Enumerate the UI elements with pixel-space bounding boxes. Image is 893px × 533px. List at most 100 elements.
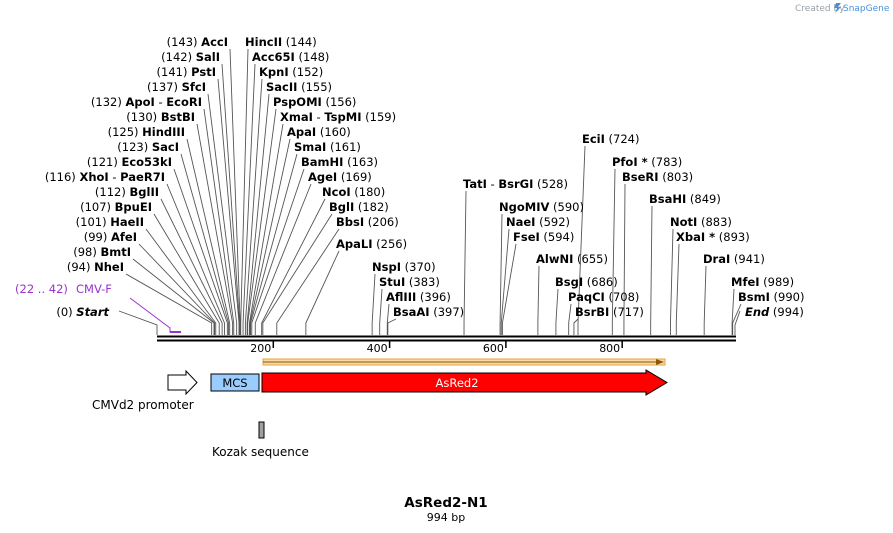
site-pspomi[interactable]: PspOMI (156) [273, 95, 356, 109]
site-connector-line [250, 153, 298, 335]
site-label: BsrBI (717) [575, 305, 644, 319]
site-haeii[interactable]: (101) HaeII [76, 215, 144, 229]
primer-cmv-f[interactable]: (22 .. 42) CMV-F [15, 282, 181, 333]
restriction-site-labels: (143) AccI(142) SalI(141) PstI(137) SfcI… [45, 35, 805, 319]
site-connector-line [203, 108, 235, 335]
site-acc65i[interactable]: Acc65I (148) [252, 50, 329, 64]
site-label: Acc65I (148) [252, 50, 329, 64]
site-connector-line [276, 228, 340, 335]
site-stui[interactable]: StuI (383) [379, 275, 440, 289]
site-sfci[interactable]: (137) SfcI [147, 80, 206, 94]
site-label: BsaHI (849) [649, 192, 721, 206]
site-eco53ki[interactable]: (121) Eco53kI [87, 155, 172, 169]
site-apoi[interactable]: (132) ApoI - EcoRI [91, 95, 202, 109]
site-ngomiv[interactable]: NgoMIV (590) [499, 200, 584, 214]
site-connector-line [371, 273, 376, 335]
site-label: PaqCI (708) [568, 290, 639, 304]
site-tati[interactable]: TatI - BsrGI (528) [463, 177, 568, 191]
kozak-feature[interactable] [258, 421, 265, 439]
site-nspi[interactable]: NspI (370) [372, 260, 436, 274]
site-connector-line [132, 258, 215, 335]
site-apali[interactable]: ApaLI (256) [336, 237, 407, 251]
primer-range: (22 .. 42) [15, 282, 68, 296]
promoter-label: CMVd2 promoter [92, 398, 194, 412]
site-agei[interactable]: AgeI (169) [308, 170, 372, 184]
site-label: (132) ApoI - EcoRI [91, 95, 202, 109]
site-label: (99) AfeI [84, 230, 137, 244]
brand-name: SnapGene [843, 4, 890, 14]
site-label: BseRI (803) [622, 170, 693, 184]
site-sacii[interactable]: SacII (155) [266, 80, 332, 94]
site-saci[interactable]: (123) SacI [117, 140, 179, 154]
site-end[interactable]: End (994) [745, 305, 804, 319]
site-kpni[interactable]: KpnI (152) [259, 65, 323, 79]
site-mfei[interactable]: MfeI (989) [731, 275, 794, 289]
site-nhei[interactable]: (94) NheI [67, 260, 124, 274]
site-fsei[interactable]: FseI (594) [513, 230, 574, 244]
site-bglii[interactable]: (112) BglII [95, 185, 159, 199]
site-label: ApaI (160) [287, 125, 351, 139]
site-ncoi[interactable]: NcoI (180) [322, 185, 385, 199]
site-afei[interactable]: (99) AfeI [84, 230, 137, 244]
site-hincii[interactable]: HincII (144) [245, 35, 317, 49]
site-paqci[interactable]: PaqCI (708) [568, 290, 639, 304]
snapgene-logo-icon [834, 3, 841, 13]
site-connector-line [166, 183, 225, 335]
site-noti[interactable]: NotI (883) [670, 215, 732, 229]
site-xhoi[interactable]: (116) XhoI - PaeR7I [45, 170, 165, 184]
site-label: (141) PstI [157, 65, 216, 79]
mcs-feature[interactable]: MCS [210, 373, 260, 392]
site-connector-line [573, 318, 579, 335]
site-label: StuI (383) [379, 275, 440, 289]
site-label: End (994) [745, 305, 804, 319]
site-connector-line [463, 190, 467, 335]
site-label: FseI (594) [513, 230, 574, 244]
site-psti[interactable]: (141) PstI [157, 65, 216, 79]
site-connector-line [217, 78, 240, 335]
site-apai[interactable]: ApaI (160) [287, 125, 351, 139]
site-bstbi[interactable]: (130) BstBI [126, 110, 195, 124]
site-connector-line [499, 213, 503, 335]
site-label: BsaAI (397) [393, 305, 464, 319]
site-bsmi[interactable]: BsmI (990) [738, 290, 804, 304]
site-bbsi[interactable]: BbsI (206) [336, 215, 399, 229]
site-bsrbi[interactable]: BsrBI (717) [575, 305, 644, 319]
site-bsaai[interactable]: BsaAI (397) [393, 305, 464, 319]
site-label: XbaI * (893) [676, 230, 750, 244]
site-ecii[interactable]: EciI (724) [582, 132, 640, 146]
site-bsgi[interactable]: BsgI (686) [555, 275, 618, 289]
ruler-tick-label: 600 [483, 342, 504, 355]
site-bpuei[interactable]: (107) BpuEI [80, 200, 152, 214]
site-label: SmaI (161) [294, 140, 361, 154]
site-bsahi[interactable]: BsaHI (849) [649, 192, 721, 206]
site-label: AgeI (169) [308, 170, 372, 184]
site-naei[interactable]: NaeI (592) [506, 215, 570, 229]
site-bamhi[interactable]: BamHI (163) [301, 155, 378, 169]
site-smai[interactable]: SmaI (161) [294, 140, 361, 154]
orf-line[interactable] [262, 358, 666, 366]
asred2-feature[interactable]: AsRed2 [261, 369, 668, 396]
site-label: (98) BmtI [73, 245, 131, 259]
site-acci[interactable]: (143) AccI [167, 35, 228, 49]
promoter-feature[interactable] [167, 369, 198, 396]
site-sali[interactable]: (142) SalI [161, 50, 220, 64]
site-xbai[interactable]: XbaI * (893) [676, 230, 750, 244]
site-connector-line [247, 108, 277, 335]
site-pfoi[interactable]: PfoI * (783) [612, 155, 682, 169]
site-label: NaeI (592) [506, 215, 570, 229]
site-afliii[interactable]: AflIII (396) [386, 290, 451, 304]
site-drai[interactable]: DraI (941) [703, 252, 765, 266]
site-bmti[interactable]: (98) BmtI [73, 245, 131, 259]
site-bgli[interactable]: BglI (182) [329, 200, 389, 214]
site-label: NspI (370) [372, 260, 436, 274]
site-bseri[interactable]: BseRI (803) [622, 170, 693, 184]
site-label: (123) SacI [117, 140, 179, 154]
site-label: NotI (883) [670, 215, 732, 229]
site-connector-line [734, 310, 741, 335]
site-xmai[interactable]: XmaI - TspMI (159) [280, 110, 396, 124]
site-hindiii[interactable]: (125) HindIII [108, 125, 185, 139]
site-alwni[interactable]: AlwNI (655) [536, 252, 608, 266]
site-connector-line [207, 93, 238, 335]
site-start[interactable]: (0) Start [56, 305, 109, 319]
